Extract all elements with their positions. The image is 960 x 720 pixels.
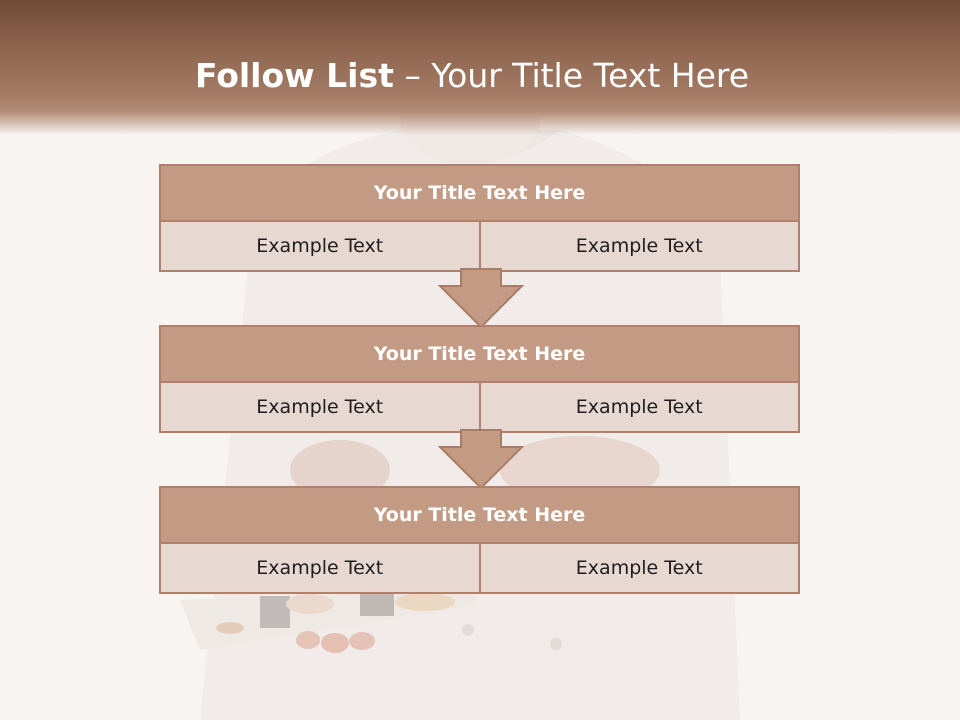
block-2-title: Your Title Text Here — [161, 327, 798, 383]
block-1-cell-right: Example Text — [478, 222, 798, 270]
slide-title: Follow List – Your Title Text Here — [0, 54, 944, 98]
block-3-title: Your Title Text Here — [161, 488, 798, 544]
down-arrow-icon — [438, 268, 524, 328]
block-2-cell-right: Example Text — [478, 383, 798, 431]
down-arrow-icon — [438, 429, 524, 489]
slide-title-bold: Follow List — [194, 56, 394, 95]
block-1-cell-left: Example Text — [161, 222, 479, 270]
list-block-1: Your Title Text Here Example Text Exampl… — [159, 164, 800, 272]
block-3-row: Example Text Example Text — [161, 544, 798, 592]
slide-title-rest: – Your Title Text Here — [393, 56, 750, 95]
list-block-2: Your Title Text Here Example Text Exampl… — [159, 325, 800, 433]
block-1-title: Your Title Text Here — [161, 166, 798, 222]
block-3-cell-right: Example Text — [478, 544, 798, 592]
list-block-3: Your Title Text Here Example Text Exampl… — [159, 486, 800, 594]
block-3-cell-left: Example Text — [161, 544, 479, 592]
block-1-row: Example Text Example Text — [161, 222, 798, 270]
block-2-cell-left: Example Text — [161, 383, 479, 431]
header-band — [0, 0, 960, 135]
block-2-row: Example Text Example Text — [161, 383, 798, 431]
